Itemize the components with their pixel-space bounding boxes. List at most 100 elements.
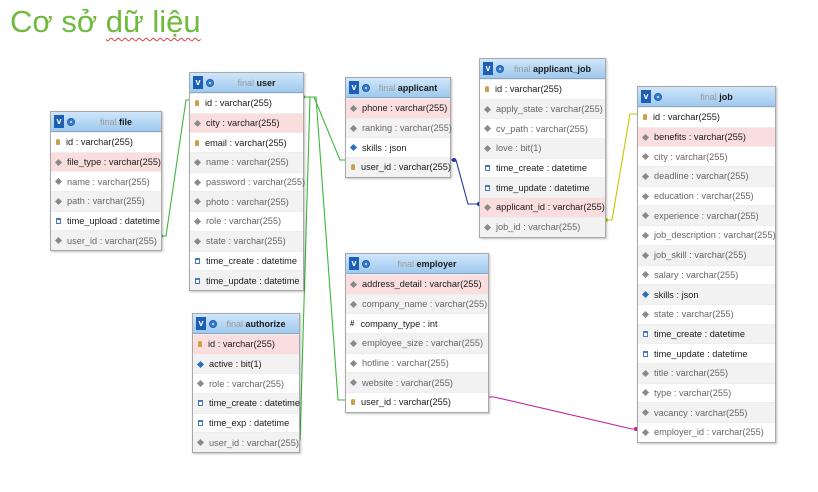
field-row[interactable]: #company_type : int xyxy=(346,313,488,333)
field-row[interactable]: state : varchar(255) xyxy=(638,303,775,324)
field-row[interactable]: skills : json xyxy=(638,284,775,304)
settings-gear-icon[interactable] xyxy=(362,259,370,268)
field-row[interactable]: state : varchar(255) xyxy=(190,230,303,251)
field-row[interactable]: user_id : varchar(255) xyxy=(346,392,488,412)
settings-gear-icon[interactable] xyxy=(496,64,504,73)
field-row[interactable]: time_update : datetime xyxy=(638,343,775,363)
field-separator: : xyxy=(393,377,401,388)
field-row[interactable]: experience : varchar(255) xyxy=(638,205,775,226)
field-separator: : xyxy=(678,269,687,280)
field-row[interactable]: employee_size : varchar(255) xyxy=(346,333,488,353)
title-part-a: Cơ sở xyxy=(10,4,106,39)
link-applicant-applicantjob xyxy=(449,159,479,205)
field-row[interactable]: hotline : varchar(255) xyxy=(346,352,488,373)
field-row[interactable]: user_id : varchar(255) xyxy=(51,230,161,251)
field-row[interactable]: time_create : datetime xyxy=(638,323,775,344)
field-name: hotline xyxy=(362,358,390,369)
view-toggle-icon[interactable]: v xyxy=(349,81,359,94)
field-row[interactable]: company_name : varchar(255) xyxy=(346,293,488,314)
field-name: state xyxy=(654,309,674,320)
field-row[interactable]: skills : json xyxy=(346,137,450,157)
field-row[interactable]: email : varchar(255) xyxy=(190,132,303,152)
view-toggle-icon[interactable]: v xyxy=(54,115,64,128)
view-toggle-icon[interactable]: v xyxy=(641,90,651,103)
field-row[interactable]: time_update : datetime xyxy=(190,270,303,290)
field-row[interactable]: ranking : varchar(255) xyxy=(346,117,452,138)
field-row[interactable]: salary : varchar(255) xyxy=(638,264,775,285)
field-row[interactable]: love : bit(1) xyxy=(480,138,605,158)
field-row[interactable]: time_create : datetime xyxy=(193,393,300,413)
view-toggle-icon[interactable]: v xyxy=(196,317,206,330)
view-toggle-icon[interactable]: v xyxy=(193,76,203,89)
calendar-icon xyxy=(643,350,648,357)
field-row[interactable]: time_upload : datetime xyxy=(51,210,161,231)
diamond-icon xyxy=(641,428,650,436)
field-row[interactable]: name : varchar(255) xyxy=(190,152,303,172)
hash-icon: # xyxy=(350,318,355,328)
field-row[interactable]: id : varchar(255) xyxy=(190,93,303,113)
field-row[interactable]: file_type : varchar(255) xyxy=(51,151,161,172)
field-row[interactable]: cv_path : varchar(255) xyxy=(480,118,605,138)
diamond-icon xyxy=(483,203,492,212)
field-row[interactable]: address_detail : varchar(255) xyxy=(346,274,488,294)
settings-gear-icon[interactable] xyxy=(67,117,75,126)
field-row[interactable]: time_update : datetime xyxy=(480,177,605,198)
field-row[interactable]: path : varchar(255) xyxy=(51,191,161,211)
field-row[interactable]: user_id : varchar(255) xyxy=(346,157,451,177)
field-row[interactable]: role : varchar(255) xyxy=(193,373,299,393)
field-row[interactable]: name : varchar(255) xyxy=(51,171,161,191)
field-row[interactable]: photo : varchar(255) xyxy=(190,191,303,212)
field-row[interactable]: time_create : datetime xyxy=(190,250,303,271)
field-row[interactable]: password : varchar(255) xyxy=(190,171,305,192)
view-toggle-icon[interactable]: v xyxy=(349,257,359,270)
field-row[interactable]: job_description : varchar(255) xyxy=(638,225,776,245)
view-toggle-icon[interactable]: v xyxy=(483,62,493,75)
field-row[interactable]: id : varchar(255) xyxy=(480,79,605,99)
field-row[interactable]: id : varchar(255) xyxy=(638,107,775,127)
field-row[interactable]: type : varchar(255) xyxy=(638,382,775,403)
field-row[interactable]: user_id : varchar(255) xyxy=(193,432,299,453)
field-row[interactable]: website : varchar(255) xyxy=(346,372,488,393)
field-type: varchar(255) xyxy=(236,157,289,168)
field-row[interactable]: city : varchar(255) xyxy=(638,146,775,166)
field-row[interactable]: id : varchar(255) xyxy=(51,132,161,152)
field-row[interactable]: apply_state : varchar(255) xyxy=(480,98,605,119)
field-row[interactable]: education : varchar(255) xyxy=(638,185,775,206)
field-row[interactable]: city : varchar(255) xyxy=(190,112,303,133)
field-row[interactable]: role : varchar(255) xyxy=(190,211,303,231)
field-row[interactable]: id : varchar(255) xyxy=(193,334,299,354)
field-row[interactable]: title : varchar(255) xyxy=(638,362,775,383)
field-separator: : xyxy=(257,398,265,409)
field-row[interactable]: deadline : varchar(255) xyxy=(638,166,775,186)
field-row[interactable]: vacancy : varchar(255) xyxy=(638,402,775,422)
field-row[interactable]: active : bit(1) xyxy=(193,353,299,374)
field-row[interactable]: job_id : varchar(255) xyxy=(480,216,605,237)
field-name: city xyxy=(206,118,220,129)
field-row[interactable]: benefits : varchar(255) xyxy=(638,126,775,147)
field-row[interactable]: employer_id : varchar(255) xyxy=(638,422,775,442)
field-row[interactable]: time_create : datetime xyxy=(480,157,605,178)
field-row[interactable]: phone : varchar(255) xyxy=(346,98,450,118)
calendar-icon xyxy=(56,218,61,225)
settings-gear-icon[interactable] xyxy=(206,78,214,87)
settings-gear-icon[interactable] xyxy=(362,83,370,92)
settings-gear-icon[interactable] xyxy=(209,319,217,328)
field-row[interactable]: time_exp : datetime xyxy=(193,412,299,433)
field-row[interactable]: applicant_id : varchar(255) xyxy=(480,197,605,217)
settings-gear-icon[interactable] xyxy=(654,92,662,101)
field-row[interactable]: job_skill : varchar(255) xyxy=(638,244,775,265)
